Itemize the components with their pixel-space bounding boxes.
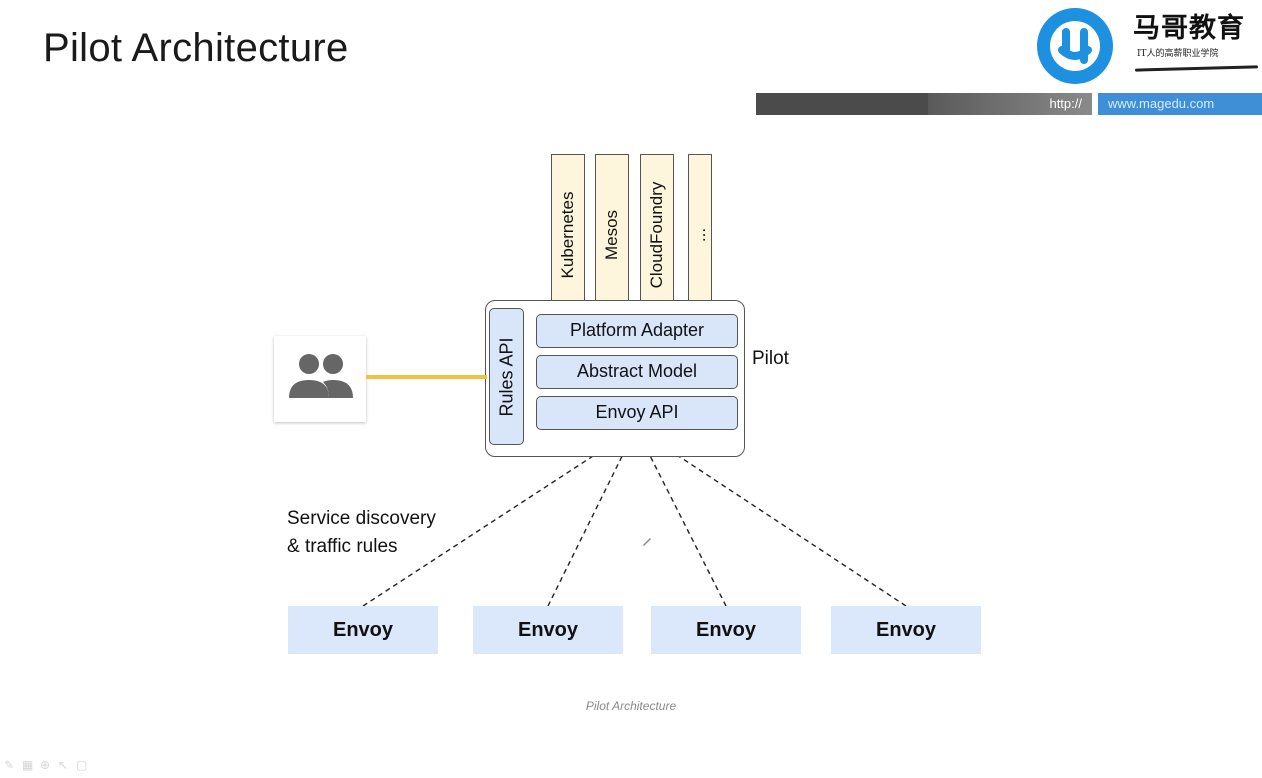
url-banner-dark bbox=[756, 93, 928, 115]
grid-icon[interactable]: ▦ bbox=[22, 758, 34, 772]
envoy-box-2: Envoy bbox=[473, 606, 623, 654]
document-icon[interactable]: ▢ bbox=[76, 758, 88, 772]
pen-cursor-icon bbox=[643, 538, 651, 546]
dashed-link-envoy-2 bbox=[547, 427, 637, 607]
pilot-label: Pilot bbox=[752, 348, 789, 369]
link-caption-line1: Service discovery bbox=[287, 508, 436, 529]
slide-title: Pilot Architecture bbox=[43, 26, 349, 70]
envoy-box-1: Envoy bbox=[288, 606, 438, 654]
brand-tagline: IT人的高薪职业学院 bbox=[1137, 49, 1219, 59]
layer-platform-adapter: Platform Adapter bbox=[536, 314, 738, 348]
envoy-box-3: Envoy bbox=[651, 606, 801, 654]
pointer-icon[interactable]: ↖ bbox=[58, 758, 69, 772]
platform-label: ... bbox=[690, 227, 709, 242]
platform-label: Mesos bbox=[602, 209, 621, 260]
dashed-link-envoy-1 bbox=[362, 427, 637, 607]
url-link: www.magedu.com bbox=[1098, 93, 1262, 115]
dashed-link-envoy-3 bbox=[635, 427, 727, 607]
rules-api-box: Rules API bbox=[489, 308, 524, 445]
users-card bbox=[274, 336, 366, 422]
slide-toolbar: ✎ ▦ ⊕ ↖ ▢ bbox=[4, 758, 90, 772]
platform-tab-cloudfoundry: CloudFoundry bbox=[640, 154, 674, 314]
layer-abstract-model: Abstract Model bbox=[536, 355, 738, 389]
brand-name: 马哥教育 bbox=[1133, 13, 1245, 44]
envoy-box-4: Envoy bbox=[831, 606, 981, 654]
pen-icon[interactable]: ✎ bbox=[4, 758, 15, 772]
figure-caption: Pilot Architecture bbox=[585, 699, 677, 713]
people-icon bbox=[289, 354, 353, 398]
platform-label: CloudFoundry bbox=[647, 181, 666, 288]
layer-envoy-api: Envoy API bbox=[536, 396, 738, 430]
platform-tab-mesos: Mesos bbox=[595, 154, 629, 314]
rules-api-label: Rules API bbox=[496, 336, 516, 417]
platform-label: Kubernetes bbox=[558, 191, 577, 278]
zoom-icon[interactable]: ⊕ bbox=[40, 758, 51, 772]
link-caption-line2: & traffic rules bbox=[287, 536, 398, 557]
url-banner-gradient bbox=[928, 93, 1092, 115]
platform-tab-more: ... bbox=[688, 154, 712, 314]
url-banner: http:// www.magedu.com bbox=[756, 93, 1262, 115]
platform-tab-kubernetes: Kubernetes bbox=[551, 154, 585, 314]
url-prefix: http:// bbox=[1049, 96, 1082, 111]
link-caption: Service discovery & traffic rules bbox=[287, 505, 436, 561]
brand-logo-icon bbox=[1037, 8, 1113, 84]
rules-link-line bbox=[366, 375, 487, 379]
